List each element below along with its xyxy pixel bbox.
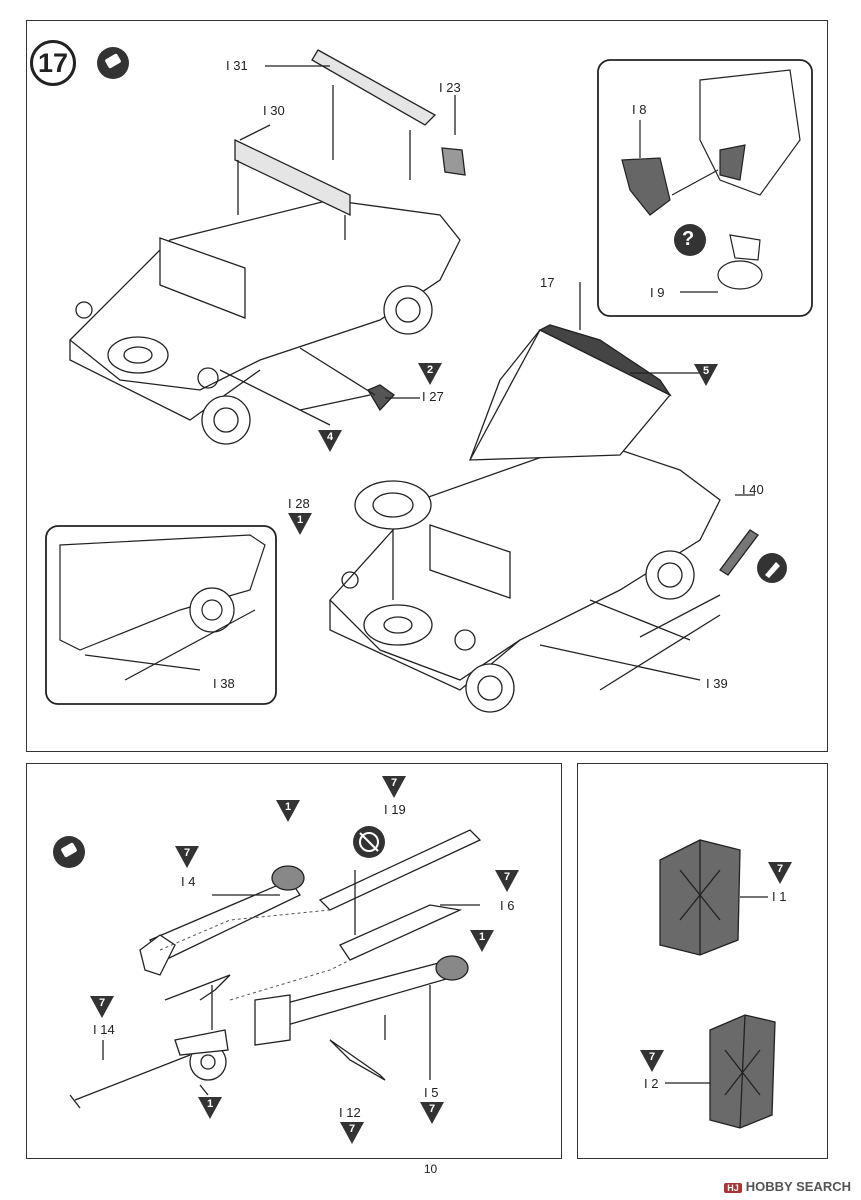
part-label-i23: I 23 — [439, 80, 461, 95]
color-marker: 7 — [495, 870, 519, 892]
part-label-i40: I 40 — [742, 482, 764, 497]
part-label-i1: I 1 — [772, 889, 787, 904]
color-marker: 7 — [420, 1102, 444, 1124]
color-marker: 7 — [175, 846, 199, 868]
color-marker: 7 — [768, 862, 792, 884]
cement-icon — [756, 552, 788, 584]
part-label-i27: I 27 — [422, 389, 444, 404]
part-label-i14: I 14 — [93, 1022, 115, 1037]
color-marker: 7 — [340, 1122, 364, 1144]
color-marker: 1 — [276, 800, 300, 822]
part-label-i31: I 31 — [226, 58, 248, 73]
color-marker: 5 — [694, 364, 718, 386]
color-marker: 1 — [470, 930, 494, 952]
color-marker: 1 — [198, 1097, 222, 1119]
color-marker: 2 — [418, 363, 442, 385]
watermark-text: HOBBY SEARCH — [745, 1179, 851, 1194]
paint-icon — [96, 46, 130, 80]
part-label-17: 17 — [540, 275, 555, 290]
parts-panel-suspension — [26, 763, 562, 1159]
part-label-i6: I 6 — [500, 898, 515, 913]
part-label-i9: I 9 — [650, 285, 665, 300]
parts-panel-jerrycans — [577, 763, 828, 1159]
part-label-i19: I 19 — [384, 802, 406, 817]
part-label-i38: I 38 — [213, 676, 235, 691]
color-marker: 7 — [640, 1050, 664, 1072]
part-label-i8: I 8 — [632, 102, 647, 117]
part-label-i5: I 5 — [424, 1085, 439, 1100]
color-marker: 7 — [90, 996, 114, 1018]
part-label-i28: I 28 — [288, 496, 310, 511]
watermark-icon: HJ — [724, 1182, 742, 1193]
part-label-i30: I 30 — [263, 103, 285, 118]
part-label-i4: I 4 — [181, 874, 196, 889]
color-marker: 4 — [318, 430, 342, 452]
color-marker: 7 — [382, 776, 406, 798]
step-number: 17 — [30, 40, 76, 86]
color-marker: 1 — [288, 513, 312, 535]
page-number: 10 — [423, 1162, 438, 1176]
paint-icon — [52, 835, 86, 869]
question-mark-label: ? — [682, 228, 695, 250]
no-cement-icon — [352, 825, 386, 859]
part-label-i2: I 2 — [644, 1076, 659, 1091]
part-label-i39: I 39 — [706, 676, 728, 691]
part-label-i12: I 12 — [339, 1105, 361, 1120]
